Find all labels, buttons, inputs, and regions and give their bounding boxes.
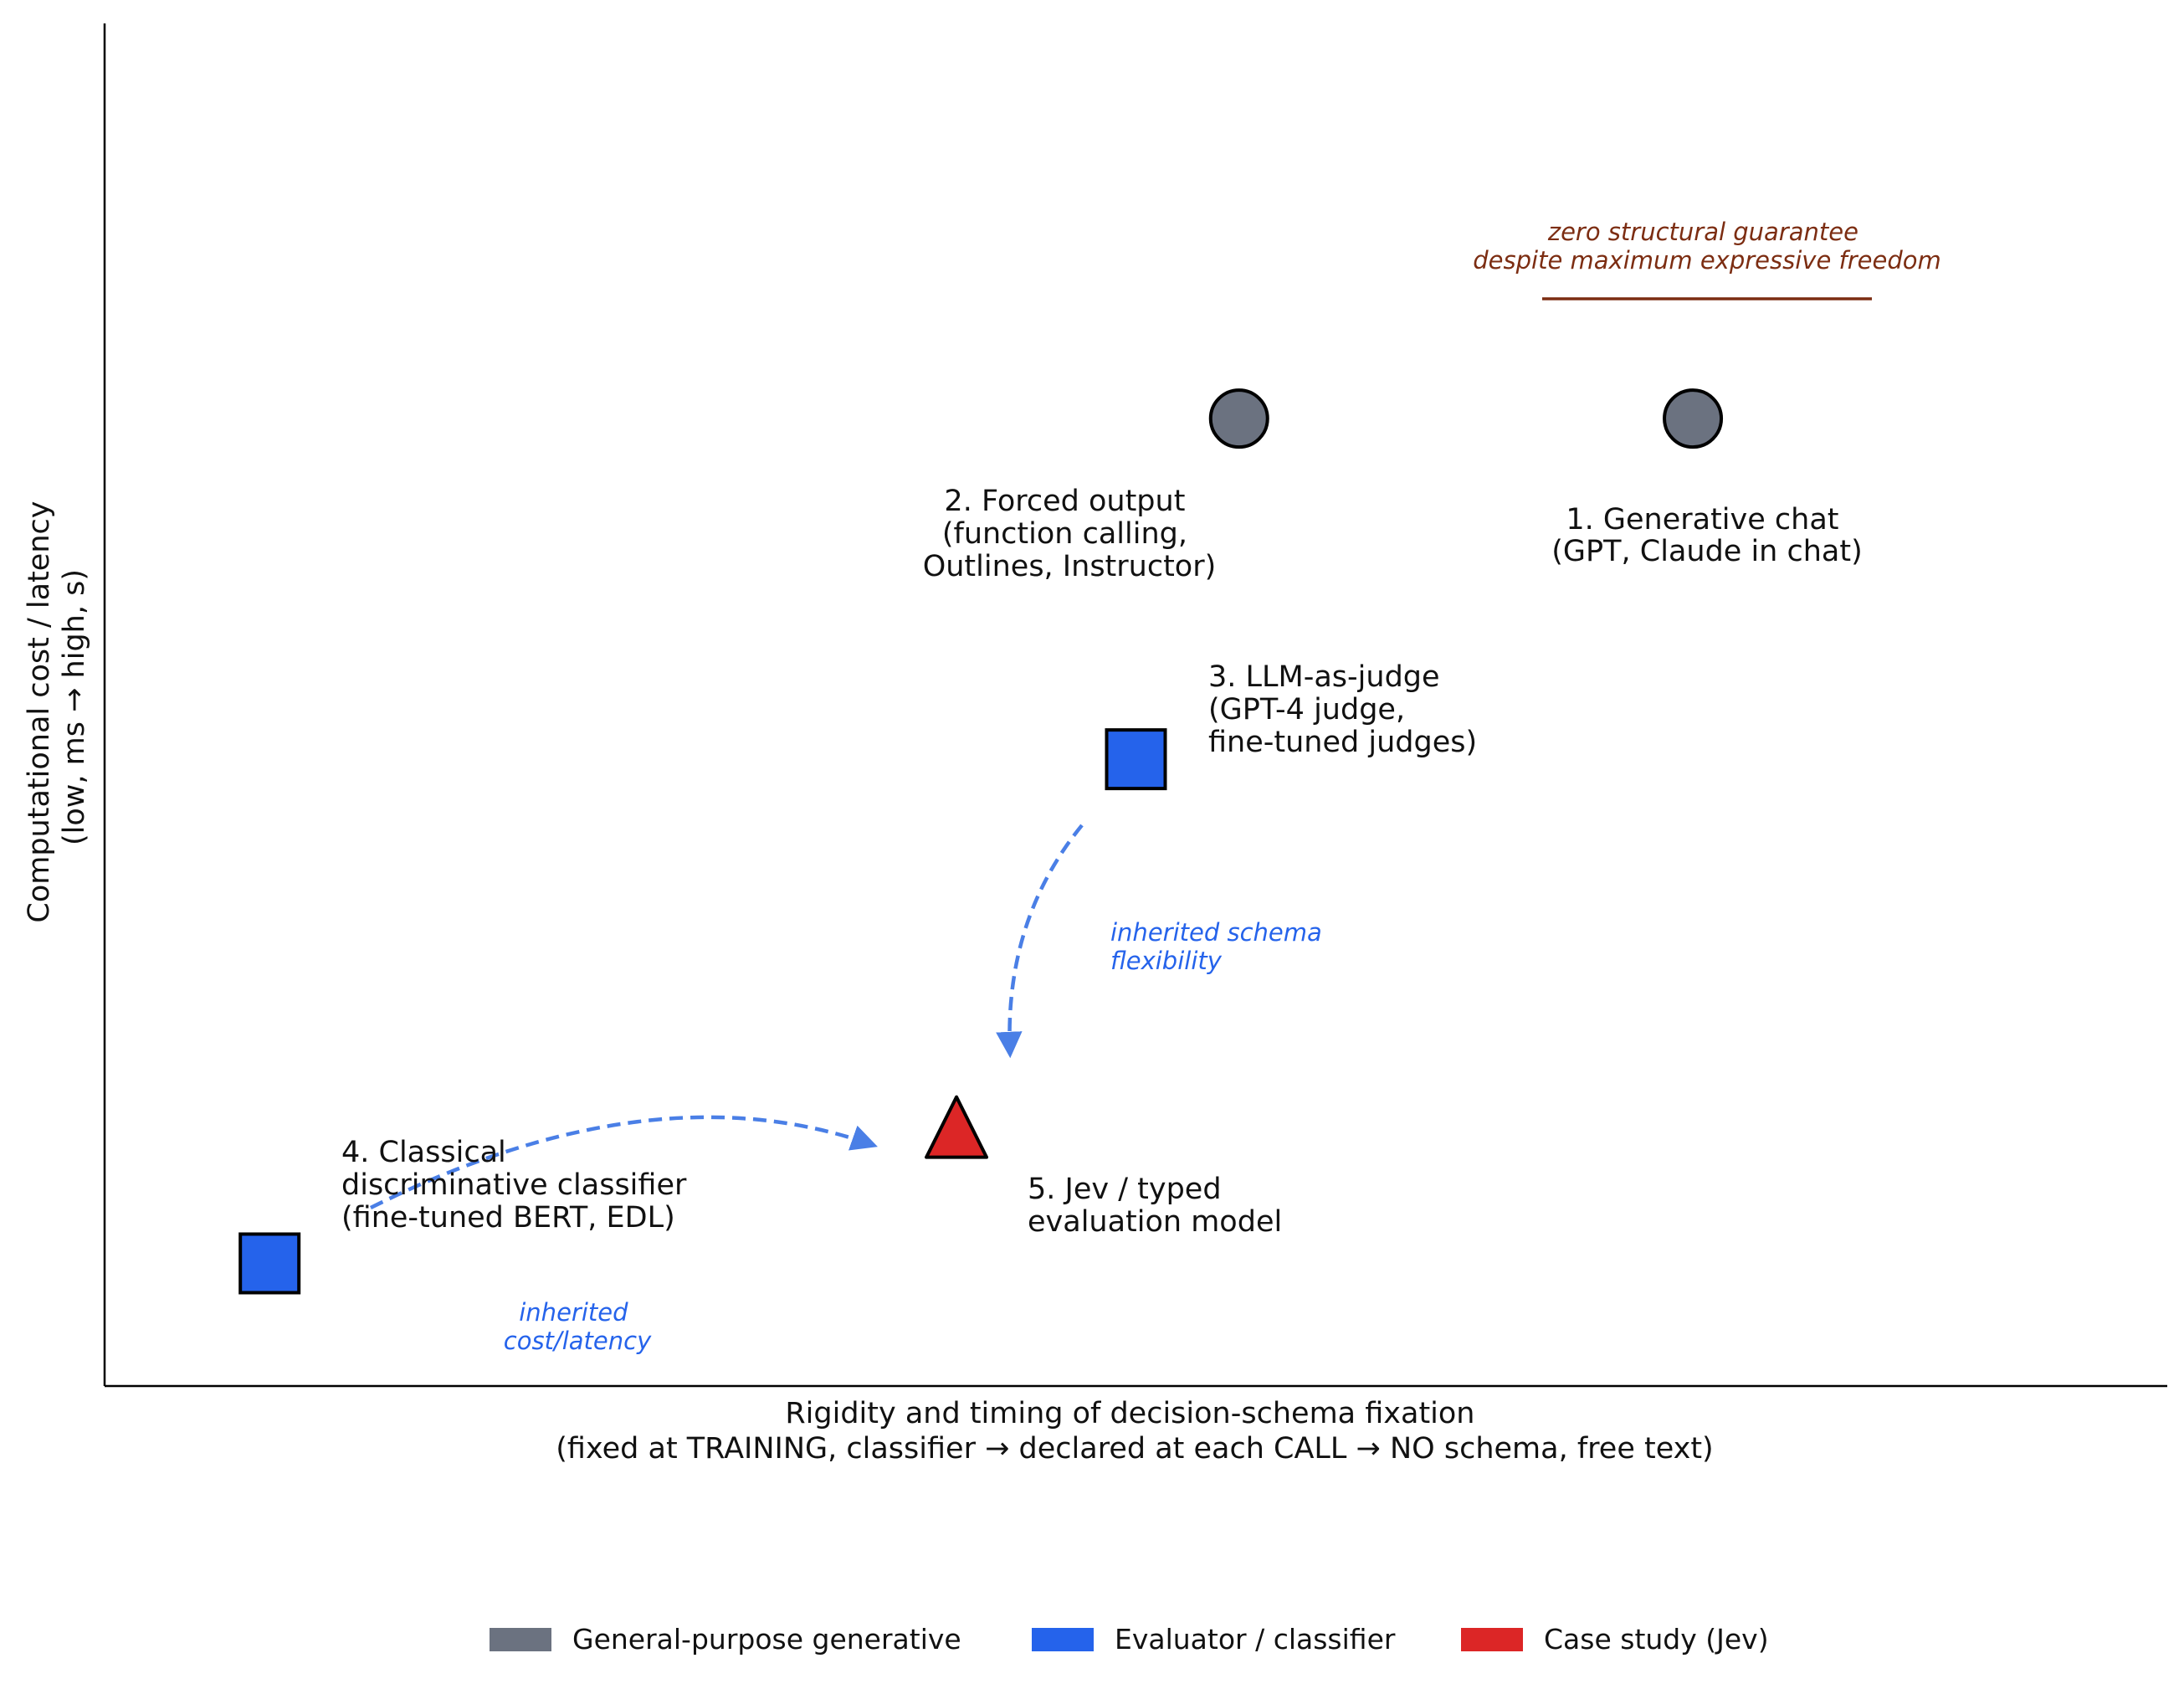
point-label: 4. Classical discriminative classifier (… bbox=[341, 1136, 696, 1235]
legend-swatch-case-study bbox=[1461, 1628, 1523, 1651]
legend: General-purpose generative Evaluator / c… bbox=[490, 1623, 1769, 1656]
annotation-schema-flexibility: inherited schema flexibility bbox=[1110, 918, 1330, 975]
x-axis-label: Rigidity and timing of decision-schema f… bbox=[556, 1397, 1713, 1466]
point-marker bbox=[1208, 388, 1269, 449]
point-2-forced-output: 2. Forced output (function calling, Outl… bbox=[923, 388, 1269, 583]
point-marker bbox=[238, 1232, 301, 1295]
point-1-generative-chat: 1. Generative chat (GPT, Claude in chat) bbox=[1551, 388, 1863, 568]
point-label: 3. LLM-as-judge (GPT-4 judge, fine-tuned… bbox=[1208, 660, 1477, 759]
point-marker bbox=[1663, 388, 1724, 449]
legend-label-evaluator: Evaluator / classifier bbox=[1115, 1623, 1396, 1656]
arrow-cost-latency bbox=[369, 1115, 878, 1210]
annotation-zero-guarantee: zero structural guarantee despite maximu… bbox=[1473, 218, 1940, 275]
legend-label-generative: General-purpose generative bbox=[572, 1623, 961, 1656]
annotation-cost-latency: inherited cost/latency bbox=[504, 1298, 652, 1355]
arrow-schema-flexibility bbox=[996, 824, 1084, 1059]
point-4-classical-classifier: 4. Classical discriminative classifier (… bbox=[238, 1136, 696, 1295]
legend-swatch-evaluator bbox=[1032, 1628, 1094, 1651]
point-label: 5. Jev / typed evaluation model bbox=[1028, 1173, 1282, 1239]
legend-label-case-study: Case study (Jev) bbox=[1544, 1623, 1769, 1656]
point-marker bbox=[1105, 728, 1167, 791]
y-axis-label: Computational cost / latency (low, ms → … bbox=[23, 491, 91, 922]
point-label: 2. Forced output (function calling, Outl… bbox=[923, 485, 1217, 583]
point-marker bbox=[925, 1095, 989, 1159]
point-3-llm-as-judge: 3. LLM-as-judge (GPT-4 judge, fine-tuned… bbox=[1105, 660, 1477, 791]
point-label: 1. Generative chat (GPT, Claude in chat) bbox=[1551, 503, 1862, 568]
legend-swatch-generative bbox=[490, 1628, 551, 1651]
point-5-jev: 5. Jev / typed evaluation model bbox=[925, 1095, 1282, 1239]
